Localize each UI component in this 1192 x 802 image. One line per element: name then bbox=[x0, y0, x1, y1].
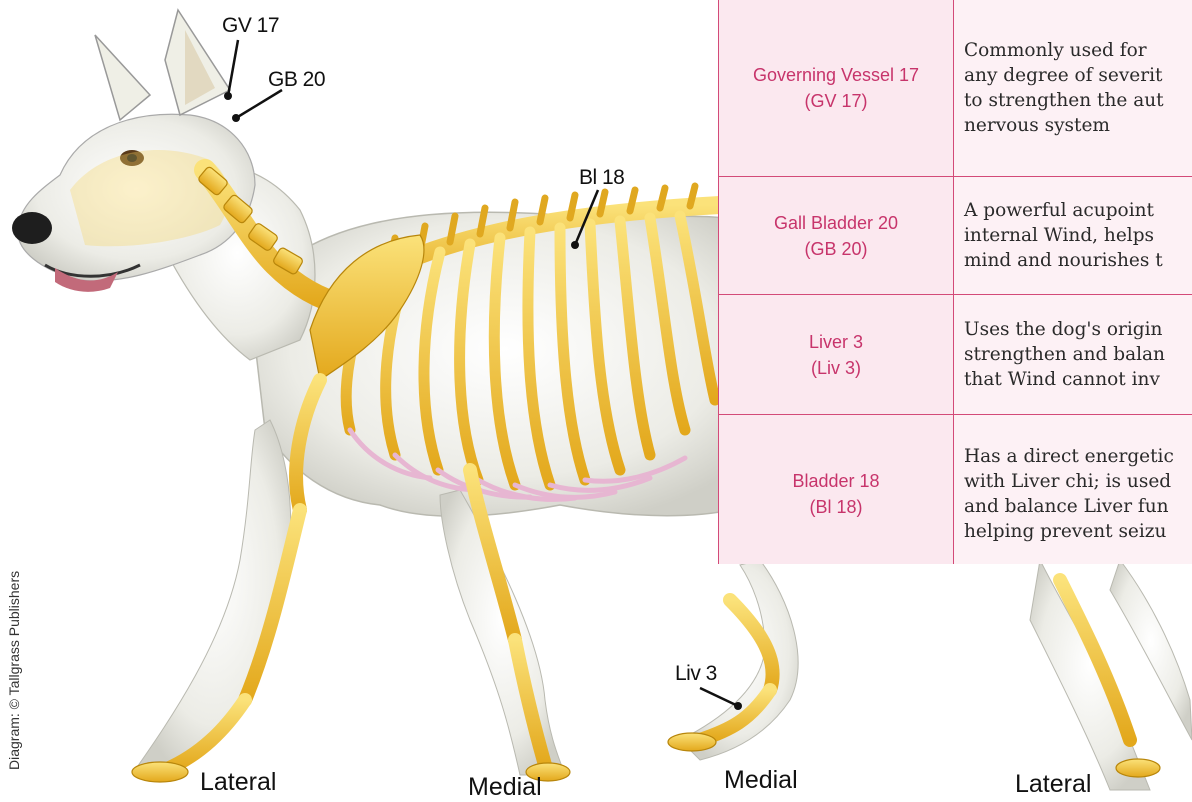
description-line: nervous system bbox=[964, 113, 1192, 138]
point-name-cell: Liver 3 (Liv 3) bbox=[719, 295, 954, 415]
point-name-cell: Bladder 18 (Bl 18) bbox=[719, 415, 954, 565]
table-row: Bladder 18 (Bl 18) Has a direct energeti… bbox=[719, 415, 1192, 565]
point-description-cell: Uses the dog's origin strengthen and bal… bbox=[954, 295, 1192, 415]
point-name-cell: Gall Bladder 20 (GB 20) bbox=[719, 177, 954, 295]
point-abbr: (Bl 18) bbox=[720, 494, 952, 520]
point-name: Governing Vessel 17 bbox=[720, 62, 952, 88]
table-row: Governing Vessel 17 (GV 17) Commonly use… bbox=[719, 0, 1192, 177]
point-name: Bladder 18 bbox=[720, 468, 952, 494]
view-label-medial-front: Medial bbox=[468, 773, 542, 802]
description-line: helping prevent seizu bbox=[964, 519, 1192, 544]
description-line: Commonly used for bbox=[964, 38, 1192, 63]
point-abbr: (GV 17) bbox=[720, 88, 952, 114]
gb20-point bbox=[232, 114, 240, 122]
gb20-leader-line bbox=[236, 90, 282, 118]
view-label-lateral-hind: Lateral bbox=[1015, 770, 1091, 799]
point-description-cell: A powerful acupoint internal Wind, helps… bbox=[954, 177, 1192, 295]
description-line: any degree of severit bbox=[964, 63, 1192, 88]
gv17-point bbox=[224, 92, 232, 100]
liv3-point bbox=[734, 702, 742, 710]
description-line: mind and nourishes t bbox=[964, 248, 1192, 273]
diagram-credit: Diagram: © Tallgrass Publishers bbox=[6, 500, 26, 770]
point-name-cell: Governing Vessel 17 (GV 17) bbox=[719, 0, 954, 177]
liv3-leader-line bbox=[700, 688, 738, 706]
point-description-cell: Commonly used for any degree of severit … bbox=[954, 0, 1192, 177]
point-abbr: (Liv 3) bbox=[720, 355, 952, 381]
liv3-label: Liv 3 bbox=[675, 662, 717, 686]
table-row: Liver 3 (Liv 3) Uses the dog's origin st… bbox=[719, 295, 1192, 415]
point-name: Liver 3 bbox=[720, 329, 952, 355]
description-line: internal Wind, helps bbox=[964, 223, 1192, 248]
description-line: A powerful acupoint bbox=[964, 198, 1192, 223]
point-abbr: (GB 20) bbox=[720, 236, 952, 262]
gb20-label: GB 20 bbox=[268, 68, 325, 92]
description-line: Uses the dog's origin bbox=[964, 317, 1192, 342]
gv17-label: GV 17 bbox=[222, 14, 279, 38]
acupoint-table: Governing Vessel 17 (GV 17) Commonly use… bbox=[718, 0, 1192, 564]
point-name: Gall Bladder 20 bbox=[720, 210, 952, 236]
view-label-medial-hind: Medial bbox=[724, 766, 798, 795]
description-line: to strengthen the aut bbox=[964, 88, 1192, 113]
description-line: that Wind cannot inv bbox=[964, 367, 1192, 392]
table-row: Gall Bladder 20 (GB 20) A powerful acupo… bbox=[719, 177, 1192, 295]
description-line: and balance Liver fun bbox=[964, 494, 1192, 519]
description-line: with Liver chi; is used bbox=[964, 469, 1192, 494]
description-line: strengthen and balan bbox=[964, 342, 1192, 367]
bl18-label: Bl 18 bbox=[579, 166, 624, 190]
gv17-leader-line bbox=[228, 40, 238, 96]
point-description-cell: Has a direct energetic with Liver chi; i… bbox=[954, 415, 1192, 565]
view-label-lateral-front: Lateral bbox=[200, 768, 276, 797]
bl18-point bbox=[571, 241, 579, 249]
description-line: Has a direct energetic bbox=[964, 444, 1192, 469]
